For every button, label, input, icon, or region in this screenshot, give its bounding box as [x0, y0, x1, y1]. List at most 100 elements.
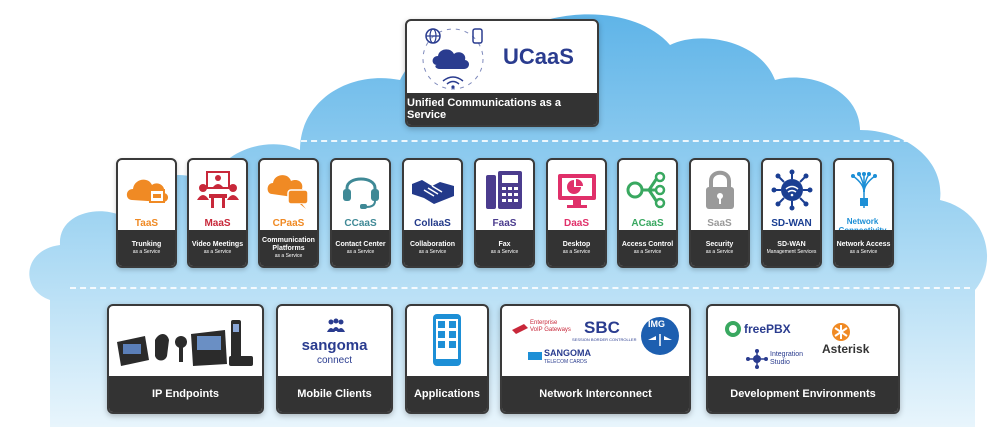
- service-desc: Security: [705, 240, 734, 248]
- service-desc: SD-WAN: [777, 240, 806, 248]
- service-name: CollaaS: [414, 218, 451, 229]
- handshake-icon: [404, 164, 461, 216]
- service-desc: Communication Platforms: [262, 236, 315, 252]
- service-suffix: as a Service: [490, 248, 519, 255]
- service-suffix: as a Service: [346, 248, 375, 255]
- enterprise-line: Enterprise: [530, 320, 558, 326]
- interconnect-logos: Enterprise VoIP Gateways SBC SESSION BOR…: [502, 306, 689, 376]
- service-name: CCaaS: [344, 218, 377, 229]
- headset-icon: [332, 164, 389, 216]
- sdwan-icon: [763, 164, 820, 216]
- service-name: SaaS: [707, 218, 732, 229]
- service-desc: Access Control: [621, 240, 674, 248]
- lock-icon: [691, 164, 748, 216]
- service-suffix: as a Service: [418, 248, 447, 255]
- bottom-card-label: IP Endpoints: [109, 376, 262, 412]
- wifi-icon: [442, 76, 464, 89]
- service-suffix: as a Service: [705, 248, 734, 255]
- ip-phones-image: [117, 320, 253, 366]
- sangoma-connect-logo: sangoma connect: [278, 306, 391, 376]
- sbc-subtext: SESSION BORDER CONTROLLER: [572, 337, 637, 342]
- service-desc: Desktop: [562, 240, 591, 248]
- divider-line: [70, 140, 970, 142]
- bottom-card-label: Development Environments: [708, 376, 898, 412]
- mobile-clients-card: sangoma connect Mobile Clients: [276, 304, 393, 414]
- chat-bubbles-icon: [260, 164, 317, 216]
- service-name: MaaS: [204, 218, 231, 229]
- service-suffix: as a Service: [633, 248, 662, 255]
- service-name: ACaaS: [631, 218, 664, 229]
- ucaas-card: UCaaS Unified Communications as a Servic…: [405, 19, 599, 127]
- service-suffix: Management Services: [766, 248, 817, 255]
- service-name: DaaS: [563, 218, 589, 229]
- service-name: TaaS: [134, 218, 159, 229]
- bottom-card-label: Network Interconnect: [502, 376, 689, 412]
- integration-studio-icon: [746, 349, 768, 369]
- service-suffix: as a Service: [274, 252, 303, 259]
- service-name: CPaaS: [272, 218, 305, 229]
- dev-logos: freePBX Asterisk Integration Studio: [708, 306, 898, 376]
- network-fiber-icon: [835, 164, 892, 216]
- service-desc: Contact Center: [335, 240, 386, 248]
- service-suffix: as a Service: [849, 248, 878, 255]
- enterprise-line: VoIP Gateways: [530, 327, 571, 333]
- integration-studio-text: Integration Studio: [770, 351, 803, 367]
- sangoma-subtext: TELECOM CARDS: [544, 359, 588, 365]
- img-label: IMG: [648, 319, 665, 329]
- telecom-card-icon: [528, 352, 542, 360]
- bottom-card-label: Mobile Clients: [278, 376, 391, 412]
- desktop-icon: [548, 164, 605, 216]
- ucaas-icon-group: [422, 28, 484, 90]
- service-desc: Fax: [498, 240, 511, 248]
- service-name: FaaS: [492, 218, 517, 229]
- ip-endpoints-card: IP Endpoints: [107, 304, 264, 414]
- sangoma-text: SANGOMA: [544, 348, 591, 358]
- logo-subtext: connect: [316, 355, 353, 366]
- integration-line: Studio: [770, 359, 790, 366]
- development-environments-card: freePBX Asterisk Integration Studio Deve…: [706, 304, 900, 414]
- bottom-card-label: Applications: [407, 376, 487, 412]
- service-desc: Video Meetings: [191, 240, 244, 248]
- mobile-icon: [472, 28, 483, 44]
- ucaas-subtitle: Unified Communications as a Service: [407, 93, 597, 125]
- service-desc: Trunking: [131, 240, 162, 248]
- cloud-trunk-icon: [118, 164, 175, 216]
- service-suffix: as a Service: [132, 248, 161, 255]
- service-name: SD-WAN: [771, 218, 812, 229]
- fax-icon: [476, 164, 533, 216]
- meeting-icon: [189, 164, 246, 216]
- service-desc: Network Access: [836, 240, 891, 248]
- integration-line: Integration: [770, 351, 804, 358]
- freepbx-logo-icon: [725, 321, 741, 337]
- enterprise-gateway-text: Enterprise VoIP Gateways: [530, 320, 571, 334]
- sbc-logo: SBC: [584, 318, 620, 337]
- ucaas-title: UCaaS: [503, 44, 574, 69]
- tablet-apps-icon: [433, 314, 461, 366]
- asterisk-text: Asterisk: [822, 342, 870, 356]
- cloud-icon: [432, 49, 470, 69]
- asterisk-logo-icon: [832, 323, 850, 341]
- img-logo-icon: [641, 317, 679, 355]
- network-interconnect-card: Enterprise VoIP Gateways SBC SESSION BOR…: [500, 304, 691, 414]
- service-desc: Collaboration: [409, 240, 456, 248]
- freepbx-text: freePBX: [744, 322, 791, 336]
- service-suffix: as a Service: [203, 248, 232, 255]
- logo-text: sangoma: [301, 337, 368, 354]
- service-suffix: as a Service: [562, 248, 591, 255]
- gateway-icon: [512, 324, 528, 334]
- applications-card: Applications: [405, 304, 489, 414]
- divider-line: [70, 287, 970, 289]
- people-icon: [327, 318, 345, 332]
